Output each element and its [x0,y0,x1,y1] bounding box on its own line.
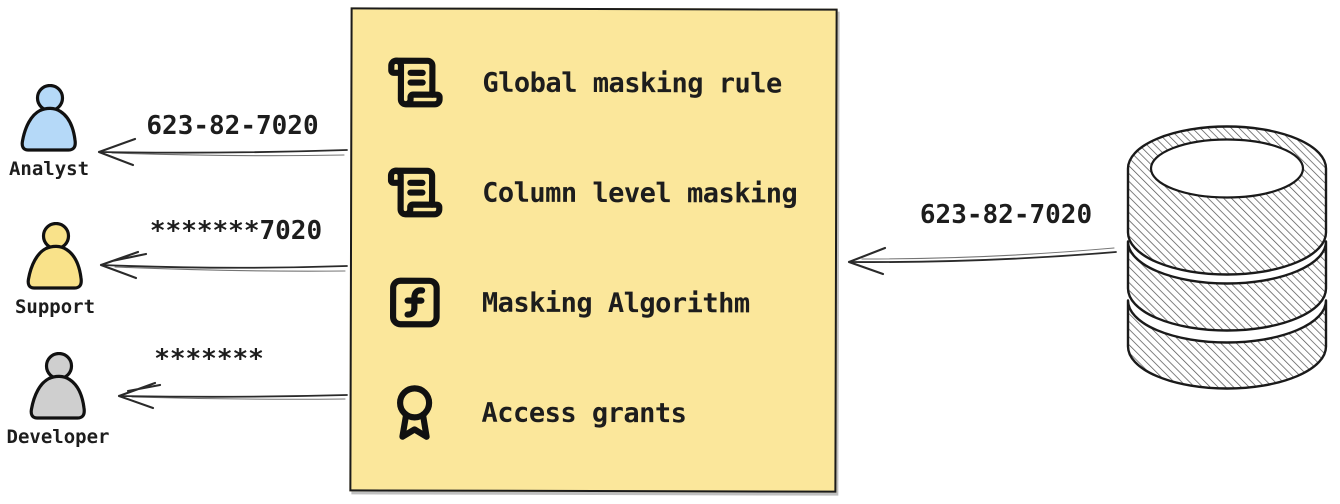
panel-item-masking-algorithm: Masking Algorithm [386,273,817,332]
value-label-developer: ******* [154,344,264,374]
scroll-text-icon [386,163,444,221]
arrow-database-to-panel [847,246,1117,276]
arrow-to-analyst [97,137,348,167]
persona-analyst: Analyst [0,84,104,180]
value-label-analyst: 623-82-7020 [146,111,319,141]
masking-rules-panel: Global masking rule Column level masking… [349,7,838,493]
panel-item-access-grants: Access grants [385,383,816,442]
scroll-text-icon [386,53,444,111]
panel-item-label: Masking Algorithm [481,287,750,319]
value-label-database: 623-82-7020 [919,200,1093,230]
database-icon [1122,120,1332,396]
persona-support: Support [0,222,110,318]
panel-item-column-level-masking: Column level masking [386,163,817,222]
panel-item-label: Access grants [481,397,687,429]
award-icon [385,383,443,441]
persona-name: Developer [6,426,110,448]
panel-item-label: Column level masking [482,177,798,210]
panel-item-global-masking-rule: Global masking rule [386,53,817,112]
persona-name: Analyst [8,158,90,180]
function-square-icon [386,273,444,331]
support-person-icon [26,222,83,290]
analyst-person-icon [20,84,77,152]
persona-developer: Developer [3,352,113,448]
value-label-support: *******7020 [149,216,323,246]
arrow-to-support [99,250,348,280]
persona-name: Support [14,296,96,318]
arrow-to-developer [117,381,348,410]
developer-person-icon [29,352,86,420]
panel-item-label: Global masking rule [482,67,782,99]
